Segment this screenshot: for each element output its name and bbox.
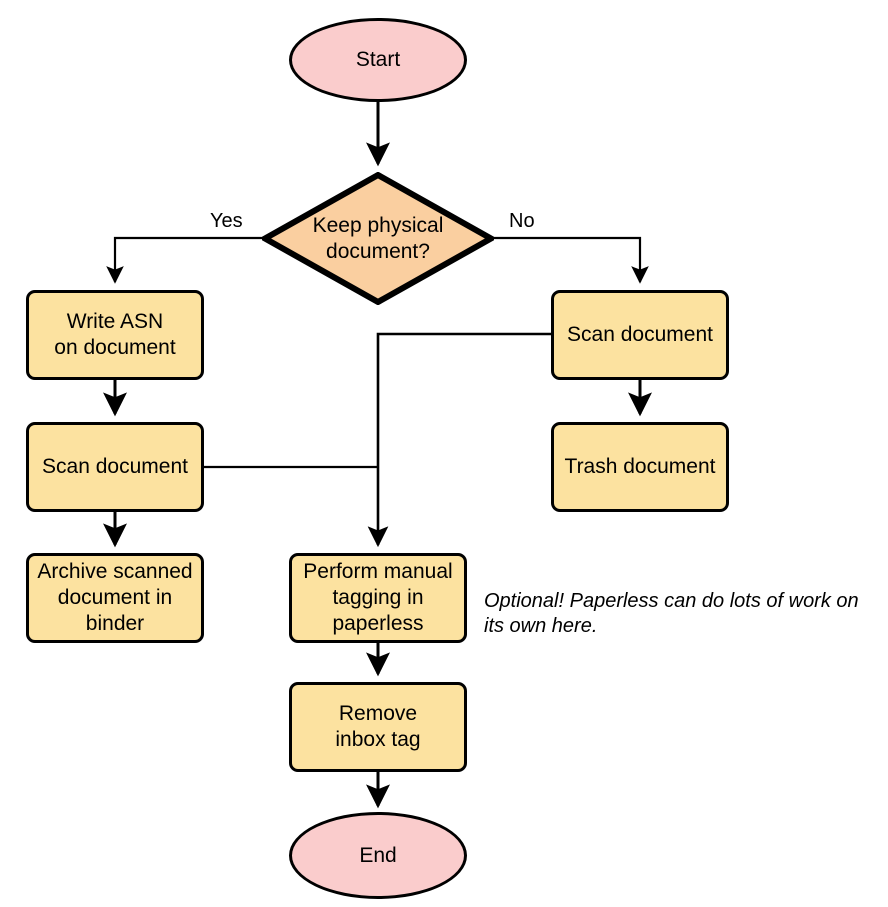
node-start-label: Start (355, 48, 401, 71)
node-scan-document-left[interactable]: Scan document (26, 422, 204, 512)
node-write-asn-label: Write ASN on document (54, 310, 176, 359)
edge-decision-yes-to-write-asn (106, 236, 262, 284)
edge-label-yes: Yes (210, 210, 243, 232)
node-scan-document-right[interactable]: Scan document (551, 290, 729, 380)
edge-scan-right-to-perform-tagging (367, 332, 551, 548)
node-decision-keep-physical[interactable]: Keep physical document? (262, 172, 494, 305)
node-end-label: End (359, 843, 397, 867)
node-archive-scanned[interactable]: Archive scanned document in binder (26, 553, 204, 643)
node-perform-manual-tagging[interactable]: Perform manual tagging in paperless (289, 553, 467, 643)
node-scan-document-right-label: Scan document (567, 323, 713, 346)
node-decision-keep-physical-label: Keep physical document? (312, 213, 444, 263)
node-archive-scanned-label: Archive scanned document in binder (37, 560, 193, 635)
edge-decision-no-to-scan-right (494, 236, 649, 284)
node-start[interactable]: Start (289, 18, 467, 102)
node-perform-manual-tagging-label: Perform manual tagging in paperless (303, 560, 453, 635)
node-trash-document[interactable]: Trash document (551, 422, 729, 512)
edge-label-no: No (509, 210, 535, 232)
node-end[interactable]: End (289, 812, 467, 899)
node-remove-inbox-tag[interactable]: Remove inbox tag (289, 682, 467, 772)
diamond-shape (262, 172, 494, 305)
node-scan-document-left-label: Scan document (42, 455, 188, 478)
node-remove-inbox-tag-label: Remove inbox tag (335, 702, 421, 751)
node-trash-document-label: Trash document (564, 455, 716, 478)
node-write-asn[interactable]: Write ASN on document (26, 290, 204, 380)
annotation-optional-note: Optional! Paperless can do lots of work … (484, 590, 859, 637)
